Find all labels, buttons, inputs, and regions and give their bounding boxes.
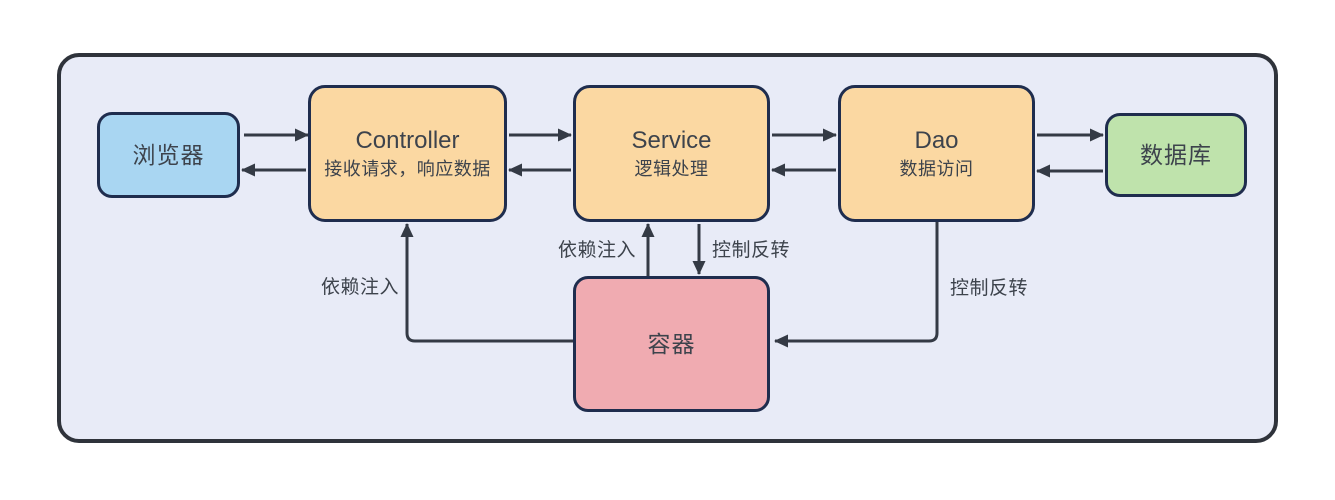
- node-controller-subtitle: 接收请求，响应数据: [324, 159, 491, 180]
- node-dao-title: Dao: [914, 126, 959, 154]
- node-database-title: 数据库: [1140, 141, 1212, 168]
- node-database: 数据库: [1105, 113, 1247, 197]
- node-dao-subtitle: 数据访问: [899, 159, 974, 180]
- node-browser-title: 浏览器: [132, 141, 205, 168]
- node-controller: Controller 接收请求，响应数据: [308, 85, 507, 222]
- node-container: 容器: [573, 276, 770, 412]
- edge-label-inversion-of-control-service: 控制反转: [712, 240, 791, 261]
- node-service-subtitle: 逻辑处理: [634, 159, 709, 180]
- edge-label-inversion-of-control-dao: 控制反转: [950, 278, 1029, 299]
- edge-label-dependency-injection-controller: 依赖注入: [321, 277, 400, 298]
- node-service-title: Service: [631, 126, 712, 154]
- node-controller-title: Controller: [355, 126, 460, 154]
- node-dao: Dao 数据访问: [838, 85, 1035, 222]
- node-container-title: 容器: [647, 330, 696, 357]
- edge-label-dependency-injection-service: 依赖注入: [558, 240, 637, 261]
- node-service: Service 逻辑处理: [573, 85, 770, 222]
- node-browser: 浏览器: [97, 112, 240, 198]
